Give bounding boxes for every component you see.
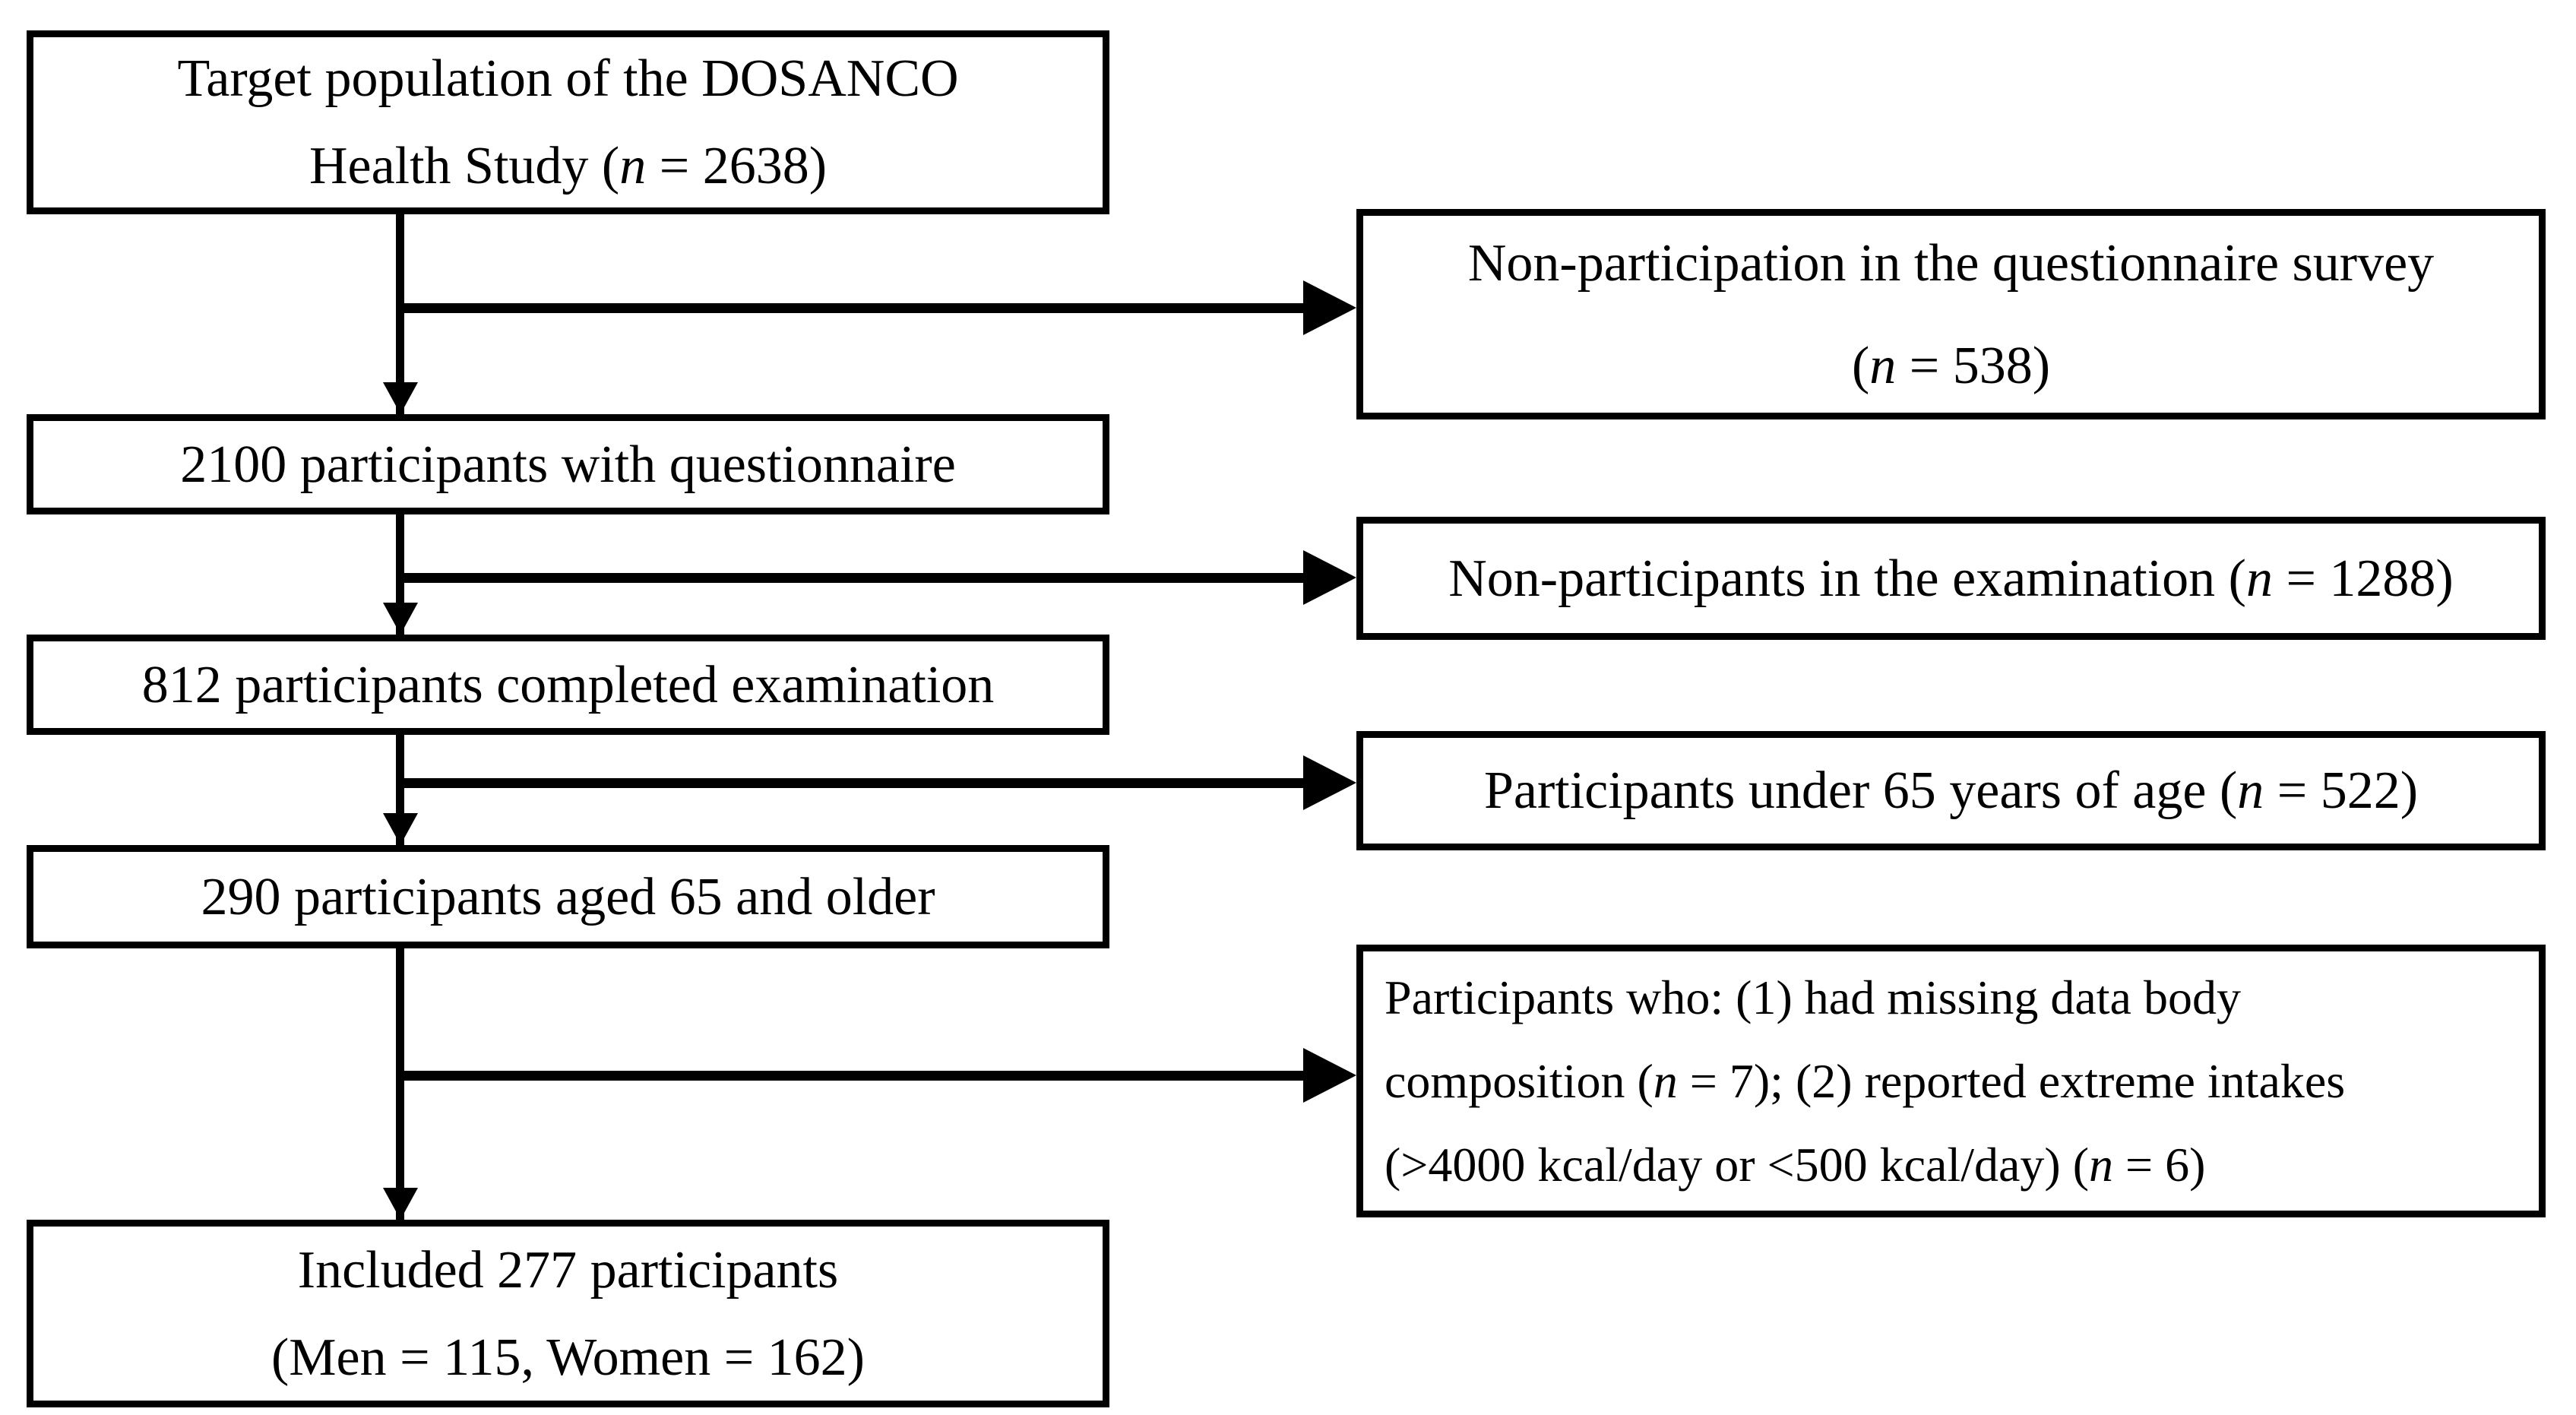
box-text: = 522): [2264, 761, 2419, 820]
box-line: Participants under 65 years of age (n = …: [1484, 747, 2418, 834]
box-examination-completed: 812 participants completed examination: [27, 635, 1109, 735]
n-variable: n: [2237, 761, 2264, 820]
box-text: (Men = 115, Women = 162): [271, 1328, 865, 1387]
box-questionnaire-participants: 2100 participants with questionnaire: [27, 414, 1109, 514]
box-text: composition (: [1385, 1053, 1654, 1108]
box-text: Target population of the DOSANCO: [177, 49, 959, 108]
box-text: (: [1851, 336, 1870, 395]
box-line: (>4000 kcal/day or <500 kcal/day) (n = 6…: [1385, 1123, 2205, 1207]
connector-line-down-4: [396, 948, 404, 1220]
connector-line-down-1: [396, 214, 404, 414]
box-text: Participants who: (1) had missing data b…: [1385, 970, 2241, 1024]
n-variable: n: [619, 137, 647, 195]
box-non-participants-examination: Non-participants in the examination (n =…: [1356, 517, 2546, 640]
down-arrowhead-icon: [383, 603, 418, 635]
box-included-participants: Included 277 participants (Men = 115, Wo…: [27, 1220, 1109, 1407]
n-variable: n: [1869, 336, 1897, 395]
box-missing-data-extreme-intakes: Participants who: (1) had missing data b…: [1356, 945, 2546, 1217]
box-line: Non-participants in the examination (n =…: [1448, 535, 2454, 622]
branch-line-3: [396, 778, 1303, 788]
right-arrowhead-icon: [1303, 550, 1356, 605]
box-text: 812 participants completed examination: [141, 655, 995, 714]
box-text: Non-participation in the questionnaire s…: [1467, 233, 2435, 293]
down-arrowhead-icon: [383, 1188, 418, 1220]
box-line: composition (n = 7); (2) reported extrem…: [1385, 1040, 2345, 1123]
box-text: 290 participants aged 65 and older: [201, 867, 935, 926]
box-line: 812 participants completed examination: [142, 641, 995, 729]
connector-line-down-3: [396, 735, 404, 845]
n-variable: n: [2245, 549, 2273, 608]
box-line: (Men = 115, Women = 162): [271, 1314, 865, 1401]
down-arrowhead-icon: [383, 813, 418, 845]
box-text: Included 277 participants: [297, 1240, 839, 1299]
down-arrowhead-icon: [383, 382, 418, 414]
box-target-population: Target population of the DOSANCO Health …: [27, 30, 1109, 214]
branch-line-4: [396, 1071, 1303, 1081]
box-line: (n = 538): [1852, 315, 2050, 417]
box-text: (>4000 kcal/day or <500 kcal/day) (: [1385, 1137, 2089, 1192]
box-line: Non-participation in the questionnaire s…: [1468, 212, 2434, 315]
right-arrowhead-icon: [1303, 280, 1356, 335]
box-line: Health Study (n = 2638): [309, 122, 827, 210]
branch-line-1: [396, 303, 1303, 313]
branch-line-2: [396, 573, 1303, 583]
box-text: = 538): [1896, 336, 2051, 395]
box-text: = 7); (2) reported extreme intakes: [1677, 1053, 2346, 1108]
box-text: = 2638): [646, 137, 828, 195]
box-text: 2100 participants with questionnaire: [180, 435, 956, 494]
n-variable: n: [1653, 1053, 1678, 1108]
right-arrowhead-icon: [1303, 755, 1356, 810]
box-line: 290 participants aged 65 and older: [201, 853, 935, 941]
box-line: Participants who: (1) had missing data b…: [1385, 956, 2241, 1040]
box-under-65: Participants under 65 years of age (n = …: [1356, 731, 2546, 850]
right-arrowhead-icon: [1303, 1048, 1356, 1103]
box-line: Included 277 participants: [298, 1227, 838, 1314]
box-text: = 1288): [2272, 549, 2454, 608]
box-text: Health Study (: [309, 137, 620, 195]
box-non-participation-questionnaire: Non-participation in the questionnaire s…: [1356, 209, 2546, 419]
box-aged-65-and-older: 290 participants aged 65 and older: [27, 845, 1109, 948]
box-line: 2100 participants with questionnaire: [180, 421, 956, 508]
box-line: Target population of the DOSANCO: [177, 35, 958, 122]
box-text: Participants under 65 years of age (: [1483, 761, 2238, 820]
box-text: = 6): [2113, 1137, 2206, 1192]
box-text: Non-participants in the examination (: [1448, 549, 2246, 608]
n-variable: n: [2089, 1137, 2113, 1192]
